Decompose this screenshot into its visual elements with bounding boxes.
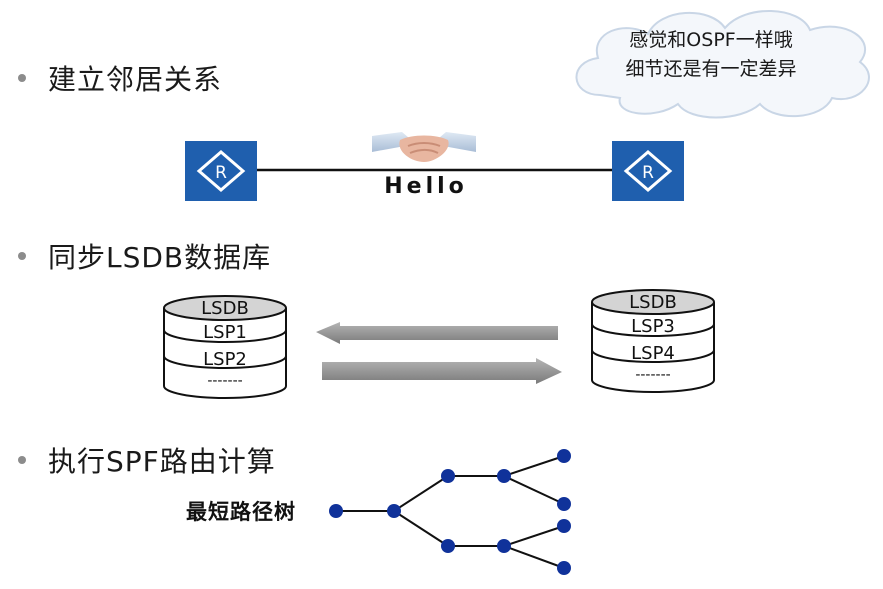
bullet-lsdb: 同步LSDB数据库 bbox=[18, 236, 271, 276]
left-db-header: LSDB bbox=[201, 298, 249, 319]
arrow-right bbox=[322, 358, 562, 384]
bullet-spf: 执行SPF路由计算 bbox=[18, 440, 276, 480]
left-db-row-3: ------- bbox=[207, 373, 243, 389]
left-db-row-1: LSP1 bbox=[203, 322, 247, 343]
right-db-row-1: LSP3 bbox=[631, 316, 675, 337]
hello-label: Hello bbox=[384, 174, 468, 199]
spf-tree bbox=[329, 449, 571, 575]
router-icon-left: R bbox=[185, 141, 257, 201]
right-db-header: LSDB bbox=[629, 292, 677, 313]
right-db-row-3: ------- bbox=[635, 367, 671, 383]
router-glyph: R bbox=[642, 163, 654, 183]
tree-node bbox=[497, 539, 511, 553]
tree-node-root bbox=[329, 504, 343, 518]
bullet-dot bbox=[18, 74, 26, 82]
left-db-row-2: LSP2 bbox=[203, 349, 247, 370]
tree-node bbox=[441, 539, 455, 553]
tree-node bbox=[497, 469, 511, 483]
bullet-dot bbox=[18, 252, 26, 260]
bullet-dot bbox=[18, 456, 26, 464]
left-lsdb-cylinder bbox=[163, 295, 287, 399]
cloud-line-1: 感觉和OSPF一样哦 bbox=[629, 29, 793, 51]
shortest-path-tree-label: 最短路径树 bbox=[186, 500, 296, 524]
neighbor-diagram bbox=[256, 168, 620, 172]
arrow-left bbox=[316, 322, 558, 344]
right-db-row-2: LSP4 bbox=[631, 343, 675, 364]
tree-node-leaf bbox=[557, 449, 571, 463]
router-icon-right: R bbox=[612, 141, 684, 201]
bullet-text: 同步LSDB数据库 bbox=[48, 241, 272, 274]
tree-node-leaf bbox=[557, 561, 571, 575]
bullet-neighbor: 建立邻居关系 bbox=[18, 58, 222, 98]
cloud-text: 感觉和OSPF一样哦 细节还是有一定差异 bbox=[586, 26, 836, 84]
bullet-text: 执行SPF路由计算 bbox=[48, 445, 276, 478]
thought-cloud bbox=[575, 10, 870, 119]
tree-node-leaf bbox=[557, 497, 571, 511]
bullet-text: 建立邻居关系 bbox=[48, 63, 223, 96]
cloud-line-2: 细节还是有一定差异 bbox=[625, 58, 797, 80]
tree-node bbox=[387, 504, 401, 518]
tree-node bbox=[441, 469, 455, 483]
router-glyph: R bbox=[215, 163, 227, 183]
right-lsdb-cylinder bbox=[591, 289, 715, 393]
handshake-icon bbox=[372, 132, 476, 162]
sync-arrows bbox=[316, 322, 562, 384]
tree-node-leaf bbox=[557, 519, 571, 533]
